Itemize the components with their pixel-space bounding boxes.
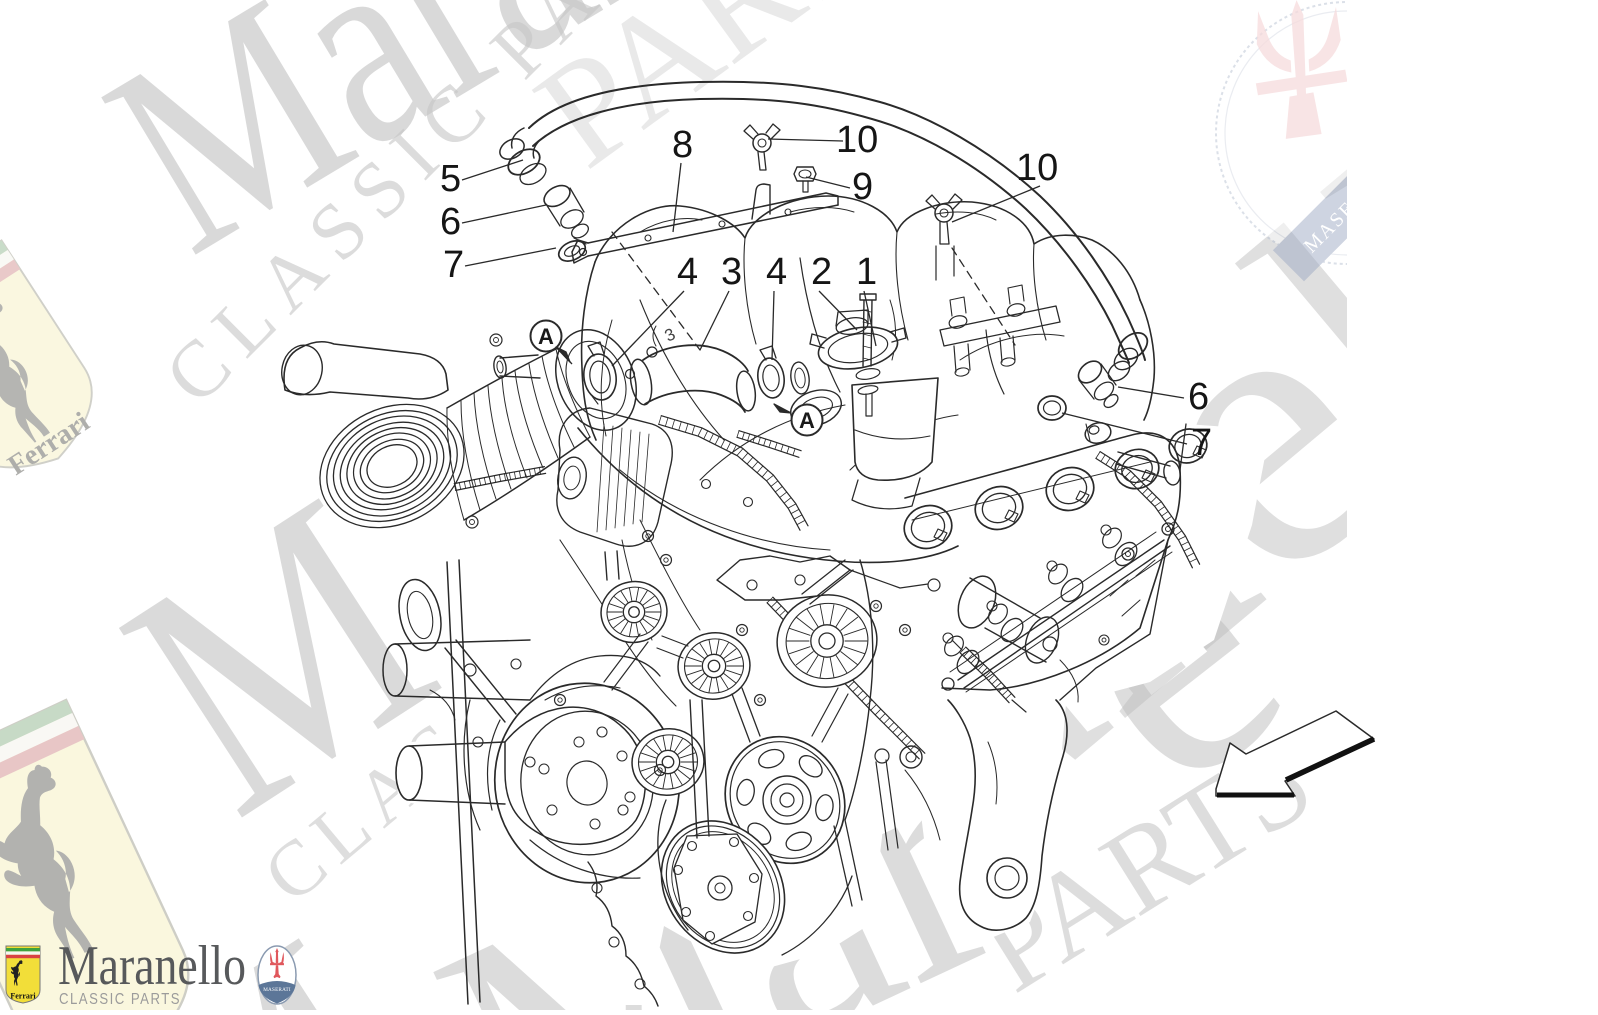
svg-text:3: 3 <box>721 251 742 293</box>
svg-text:1: 1 <box>856 251 877 293</box>
svg-text:Ferrari: Ferrari <box>10 992 36 1001</box>
svg-text:A: A <box>538 324 554 349</box>
svg-text:Maranello: Maranello <box>58 935 246 997</box>
svg-text:5: 5 <box>440 158 461 200</box>
svg-text:7: 7 <box>443 244 464 286</box>
svg-text:4: 4 <box>766 251 787 293</box>
svg-text:CLASSIC PARTS: CLASSIC PARTS <box>59 991 181 1008</box>
svg-text:8: 8 <box>672 124 693 166</box>
svg-text:A: A <box>799 408 815 433</box>
svg-text:9: 9 <box>852 166 873 208</box>
svg-text:10: 10 <box>836 119 878 161</box>
svg-text:MASERATI: MASERATI <box>263 987 291 993</box>
svg-text:7: 7 <box>1191 422 1212 464</box>
svg-text:6: 6 <box>440 201 461 243</box>
svg-text:6: 6 <box>1188 376 1209 418</box>
svg-text:2: 2 <box>811 251 832 293</box>
svg-text:4: 4 <box>677 251 698 293</box>
svg-text:10: 10 <box>1016 147 1058 189</box>
